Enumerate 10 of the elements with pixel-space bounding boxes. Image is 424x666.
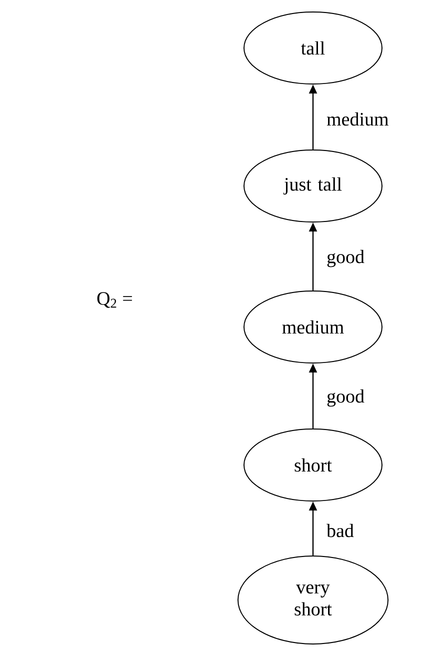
edge-label: medium [326, 112, 388, 126]
ellipse-node: medium [244, 290, 382, 364]
ellipse-node: short [244, 428, 382, 502]
ellipse-node: just tall [244, 150, 382, 222]
ellipse-node: very short [238, 556, 388, 644]
ellipse-node: tall [244, 12, 382, 84]
edge-label: good [327, 250, 364, 268]
edge-label: bad [326, 524, 354, 538]
equation-label: Q$_{2}$ = [97, 292, 132, 308]
edge-label: good [327, 389, 364, 407]
